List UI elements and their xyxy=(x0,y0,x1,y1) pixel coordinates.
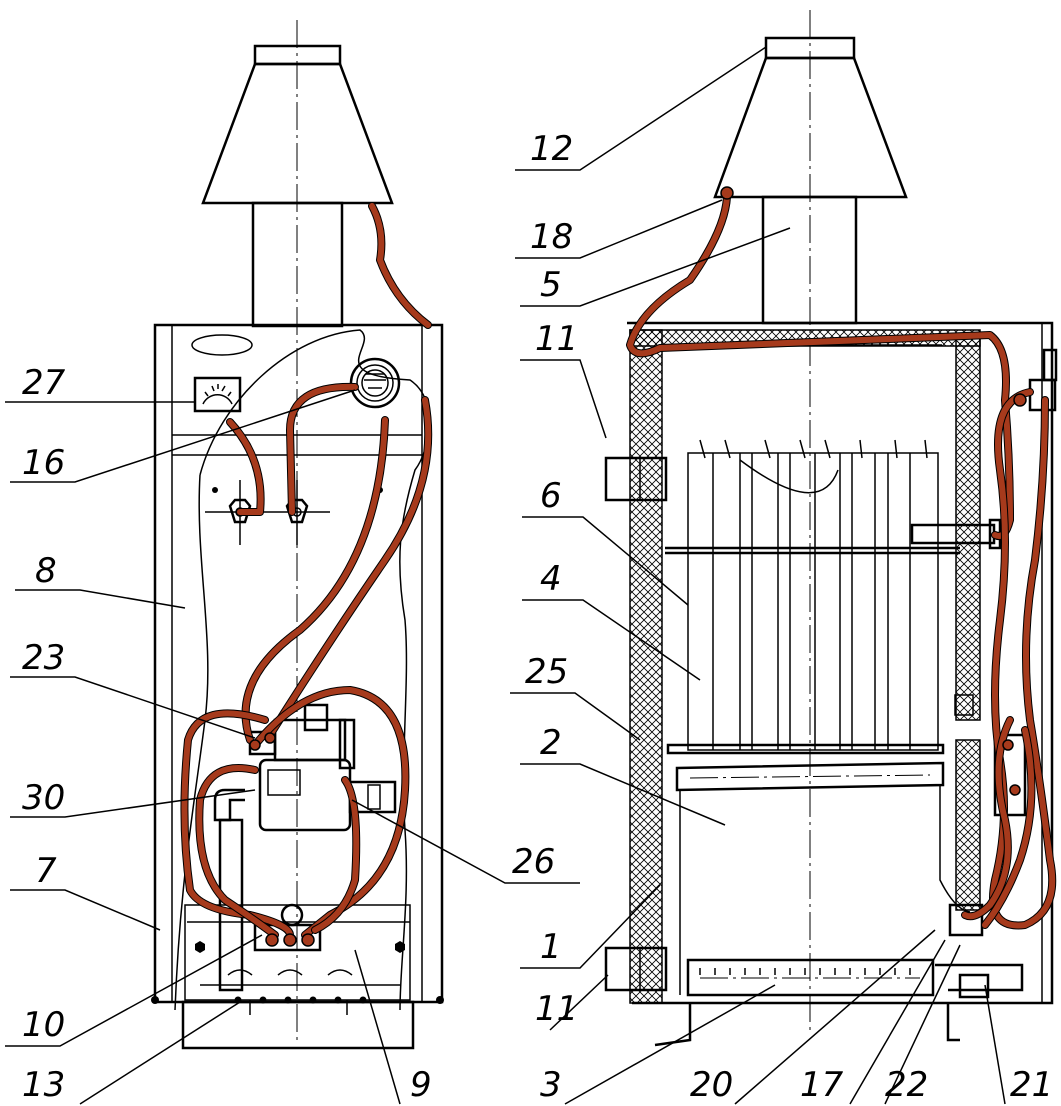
label-17: 17 xyxy=(800,1065,844,1105)
socket-upper xyxy=(604,456,668,502)
label-9: 9 xyxy=(410,1065,432,1105)
label-4: 4 xyxy=(540,559,562,599)
logo-oval xyxy=(191,334,253,356)
combustion-chamber xyxy=(675,761,1024,997)
label-18: 18 xyxy=(530,217,573,257)
label-23: 23 xyxy=(22,638,65,678)
label-13: 13 xyxy=(22,1065,65,1105)
right-wiring xyxy=(626,186,1057,930)
insulation xyxy=(629,329,981,1004)
gas-valve-assembly xyxy=(213,703,397,992)
label-21: 21 xyxy=(1010,1065,1053,1105)
label-5: 5 xyxy=(540,265,562,305)
heat-exchanger-sections xyxy=(665,439,960,755)
label-6: 6 xyxy=(540,476,562,516)
label-25: 25 xyxy=(525,652,568,692)
label-16: 16 xyxy=(22,443,65,483)
thermostat-knob xyxy=(193,376,242,413)
connection-nuts xyxy=(205,480,330,545)
label-2: 2 xyxy=(540,723,562,763)
label-7: 7 xyxy=(35,851,57,891)
left-wiring xyxy=(180,202,433,947)
label-12: 12 xyxy=(530,129,573,169)
left-leader-lines xyxy=(5,389,580,1105)
left-boiler-body xyxy=(151,323,444,1050)
label-22: 22 xyxy=(885,1065,928,1105)
label-26: 26 xyxy=(512,842,555,882)
right-draft-hood xyxy=(713,36,908,325)
right-view: 12 18 5 11 6 4 25 2 1 11 3 20 17 22 21 xyxy=(510,10,1058,1105)
label-11-lower: 11 xyxy=(535,989,578,1029)
label-10: 10 xyxy=(22,1005,65,1045)
right-leader-lines xyxy=(510,46,1006,1105)
socket-lower xyxy=(604,946,668,992)
thermometer-gauge xyxy=(349,357,401,409)
label-30: 30 xyxy=(22,778,65,818)
label-11-upper: 11 xyxy=(535,319,578,359)
label-27: 27 xyxy=(22,363,66,403)
label-1: 1 xyxy=(540,927,562,967)
left-view: 27 16 8 23 30 7 10 13 9 26 xyxy=(5,20,580,1105)
label-3: 3 xyxy=(540,1065,562,1105)
label-8: 8 xyxy=(35,551,57,591)
label-20: 20 xyxy=(690,1065,733,1105)
